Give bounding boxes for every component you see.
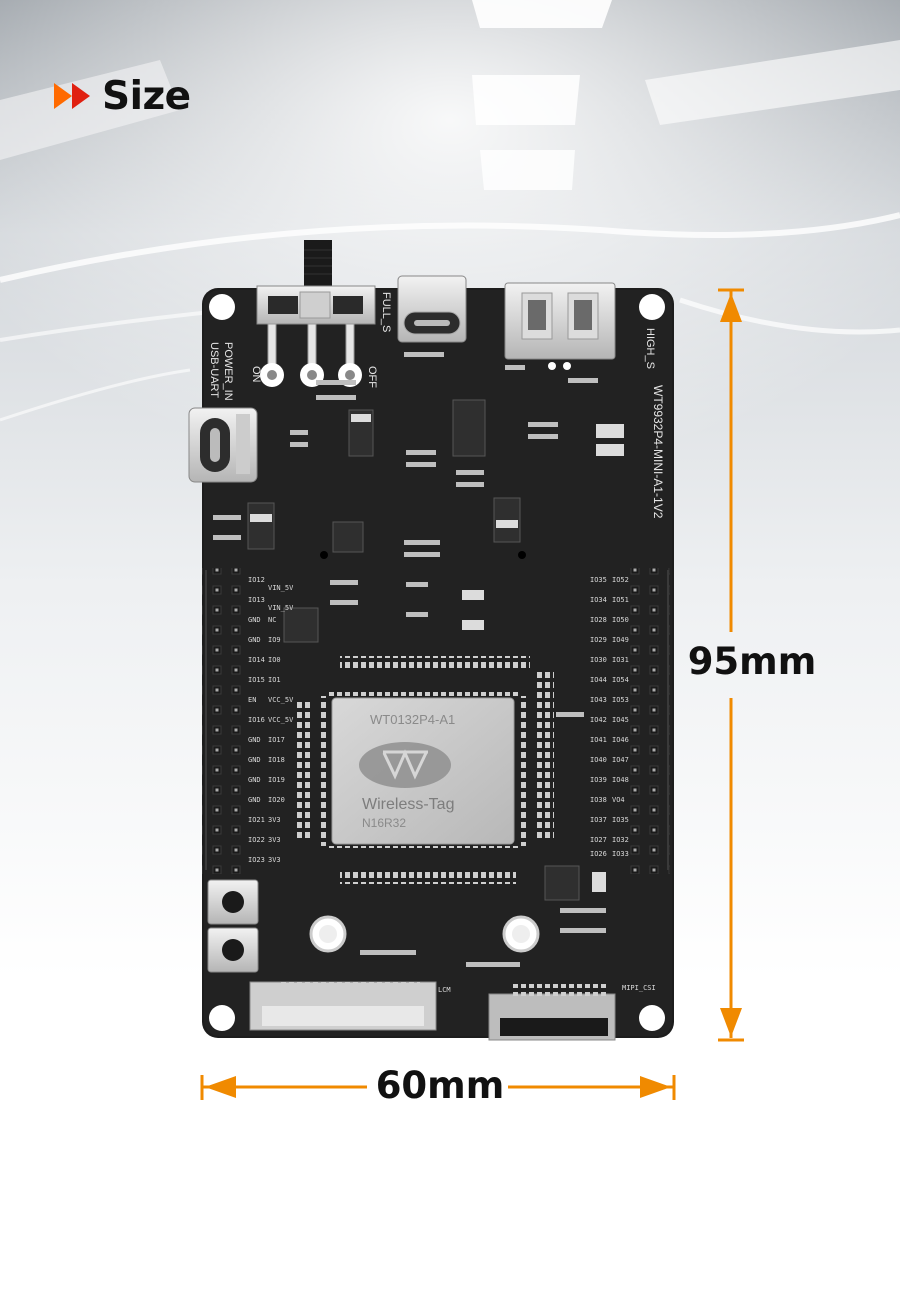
pin-label: IO27 <box>590 836 607 844</box>
pin-label: IO12 <box>248 576 265 584</box>
pin-label: IO46 <box>612 736 629 744</box>
chip-model: WT0132P4-A1 <box>370 712 456 727</box>
pin-label: IO22 <box>248 836 265 844</box>
pin-label: IO14 <box>248 656 265 664</box>
pin-label: 3V3 <box>268 816 281 824</box>
pin-label: IO44 <box>590 676 607 684</box>
pin-label: IO40 <box>590 756 607 764</box>
pin-label: NC <box>268 616 277 624</box>
pin-label: IO33 <box>612 850 629 858</box>
pin-label: IO52 <box>612 576 629 584</box>
full-speed-label: FULL_S <box>380 292 392 333</box>
pin-label: IO42 <box>590 716 607 724</box>
soc-chip: WT0132P4-A1 Wireless-Tag N16R32 <box>334 700 514 840</box>
pin-label: IO16 <box>248 716 265 724</box>
pin-label: 3V3 <box>268 856 281 864</box>
pin-label: IO26 <box>590 850 607 858</box>
mipi-csi-label: MIPI_CSI <box>622 984 656 992</box>
pin-label: IO1 <box>268 676 281 684</box>
pin-label: IO15 <box>248 676 265 684</box>
pin-label: IO49 <box>612 636 629 644</box>
pin-label: IO38 <box>590 796 607 804</box>
pin-label: IO35 <box>590 576 607 584</box>
chip-variant: N16R32 <box>362 816 407 830</box>
pin-label: 3V3 <box>268 836 281 844</box>
pin-label: VCC_5V <box>268 696 294 704</box>
switch-on-label: ON <box>250 366 262 383</box>
pin-label: VIN_5V <box>268 584 294 592</box>
width-dimension-label: 60mm <box>375 1064 505 1107</box>
double-play-icon <box>54 83 90 109</box>
pin-label: GND <box>248 616 261 624</box>
pin-label: IO39 <box>590 776 607 784</box>
pin-label: IO51 <box>612 596 629 604</box>
pin-label: IO19 <box>268 776 285 784</box>
pin-label: IO21 <box>248 816 265 824</box>
pin-label: IO43 <box>590 696 607 704</box>
pin-label: IO31 <box>612 656 629 664</box>
pin-label: IO9 <box>268 636 281 644</box>
switch-off-label: OFF <box>366 366 378 388</box>
pin-label: IO29 <box>590 636 607 644</box>
pin-label: IO54 <box>612 676 629 684</box>
lcm-label: LCM <box>438 986 451 994</box>
pin-label: IO17 <box>268 736 285 744</box>
pin-label: IO37 <box>590 816 607 824</box>
pin-label: IO23 <box>248 856 265 864</box>
pin-label: EN <box>248 696 257 704</box>
pin-label: IO50 <box>612 616 629 624</box>
pin-label: GND <box>248 776 261 784</box>
pin-label: IO48 <box>612 776 629 784</box>
pin-label: VO4 <box>612 796 625 804</box>
pin-label: IO32 <box>612 836 629 844</box>
pin-label: IO0 <box>268 656 281 664</box>
usb-uart-label: USB-UART <box>208 342 220 399</box>
board-name-label: WT9932P4-MINI-A1-1V2 <box>651 385 665 519</box>
pin-label: GND <box>248 636 261 644</box>
pin-label: IO35 <box>612 816 629 824</box>
pin-label: IO13 <box>248 596 265 604</box>
pin-label: VCC_5V <box>268 716 294 724</box>
pin-label: IO28 <box>590 616 607 624</box>
pin-label: IO45 <box>612 716 629 724</box>
pin-label: IO53 <box>612 696 629 704</box>
pin-label: GND <box>248 756 261 764</box>
pin-label: GND <box>248 796 261 804</box>
pin-label: IO18 <box>268 756 285 764</box>
power-in-label: POWER_IN <box>222 342 234 401</box>
pin-label: VIN_5V <box>268 604 294 612</box>
pin-label: IO30 <box>590 656 607 664</box>
pin-label: IO47 <box>612 756 629 764</box>
pin-label: GND <box>248 736 261 744</box>
pin-label: IO20 <box>268 796 285 804</box>
pin-label: IO34 <box>590 596 607 604</box>
chip-brand: Wireless-Tag <box>362 796 455 813</box>
pin-label: IO41 <box>590 736 607 744</box>
section-header: Size <box>52 70 191 122</box>
section-title: Size <box>102 73 191 119</box>
height-dimension-label: 95mm <box>687 640 817 683</box>
high-speed-label: HIGH_S <box>644 328 656 369</box>
